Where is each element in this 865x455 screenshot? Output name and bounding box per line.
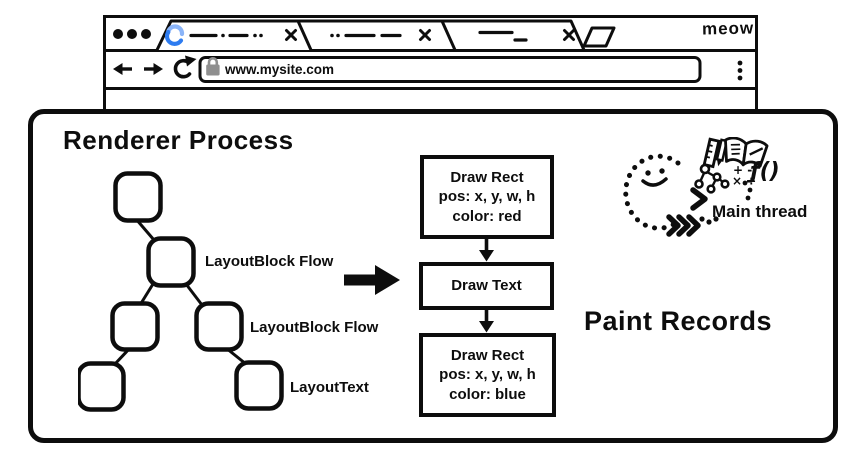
forward-arrow-icon [153, 63, 163, 75]
forward-button[interactable] [144, 63, 163, 75]
layout-node [234, 360, 284, 411]
svg-text:+ -: + - [733, 163, 752, 177]
reload-icon [173, 58, 192, 79]
browser-menu-button[interactable] [737, 60, 743, 81]
paint-record-box: Draw Text [419, 262, 554, 310]
new-tab-button[interactable] [582, 26, 616, 48]
brand-label: meow [701, 18, 755, 39]
svg-text:× ÷: × ÷ [732, 174, 756, 188]
tree-node-label: LayoutBlock Flow [250, 319, 379, 336]
paint-record-line: Draw Rect [450, 168, 524, 186]
tree-node-label: LayoutBlock Flow [205, 253, 334, 270]
main-thread-label: Main thread [712, 202, 808, 221]
math-symbols-icon: + - × ÷ ƒ() [732, 159, 780, 188]
browser-chrome-art [103, 15, 758, 110]
back-button[interactable] [113, 63, 132, 75]
layout-node [110, 301, 160, 352]
address-bar-outline [198, 56, 702, 83]
tab-2[interactable] [298, 19, 457, 51]
smiley-face-icon [641, 168, 668, 187]
paint-record-line: Draw Rect [450, 346, 525, 364]
paint-record-line: Draw Text [451, 277, 522, 295]
window-button-icon[interactable] [113, 29, 123, 39]
right-arrow-icon [344, 265, 400, 295]
paint-record-line: color: red [452, 207, 522, 225]
layout-node [194, 301, 244, 352]
tab-close-icon[interactable] [419, 29, 431, 41]
window-outline [103, 15, 758, 110]
reload-button[interactable] [173, 55, 197, 79]
dotted-body-icon [623, 153, 688, 231]
renderer-process-box: Renderer Process LayoutBlock Flow Layout… [28, 109, 838, 443]
open-book-icon [724, 137, 769, 168]
renderer-process-title: Renderer Process [63, 125, 294, 155]
tab-title-scribble [478, 30, 528, 42]
main-thread-character: + - × ÷ ƒ() [623, 137, 780, 237]
loading-spinner-icon [164, 24, 185, 46]
ruler-icon [702, 137, 721, 169]
tree-node-label: LayoutText [290, 379, 369, 396]
back-arrow-icon [113, 63, 123, 75]
tab-close-icon[interactable] [563, 29, 575, 41]
tree-nodes [78, 171, 284, 412]
tab-title-scribble [189, 33, 263, 38]
chevron-arrows-icon [666, 187, 708, 237]
tab-1[interactable] [155, 19, 313, 51]
dot-trail [699, 180, 753, 225]
window-control-buttons[interactable] [113, 29, 151, 39]
lock-icon [206, 57, 220, 76]
paint-record-box: Draw Rect pos: x, y, w, h color: blue [419, 333, 556, 417]
kebab-dots-icon [737, 60, 743, 66]
paint-record-box: Draw Rect pos: x, y, w, h color: red [420, 155, 554, 239]
window-button-icon[interactable] [127, 29, 137, 39]
browser-window: meow www.mysite.com [103, 15, 758, 110]
tab-title-scribble [330, 33, 402, 38]
tree-graph-icon [694, 163, 730, 194]
address-bar[interactable]: www.mysite.com [200, 58, 700, 82]
tab-3[interactable] [442, 19, 586, 51]
layout-tree [78, 171, 284, 412]
down-arrow-icon [479, 238, 494, 262]
paint-record-line: color: blue [449, 385, 526, 403]
function-icon: ƒ() [746, 159, 780, 184]
layout-node [113, 171, 163, 223]
paint-record-line: pos: x, y, w, h [439, 366, 536, 384]
paint-record-line: pos: x, y, w, h [438, 188, 536, 206]
url-text: www.mysite.com [225, 62, 335, 77]
down-arrow-icon [479, 309, 494, 333]
window-button-icon[interactable] [141, 29, 151, 39]
tab-close-icon[interactable] [285, 29, 297, 41]
layout-node [146, 236, 196, 288]
paint-records-heading: Paint Records [584, 306, 773, 336]
layout-node [78, 361, 126, 412]
